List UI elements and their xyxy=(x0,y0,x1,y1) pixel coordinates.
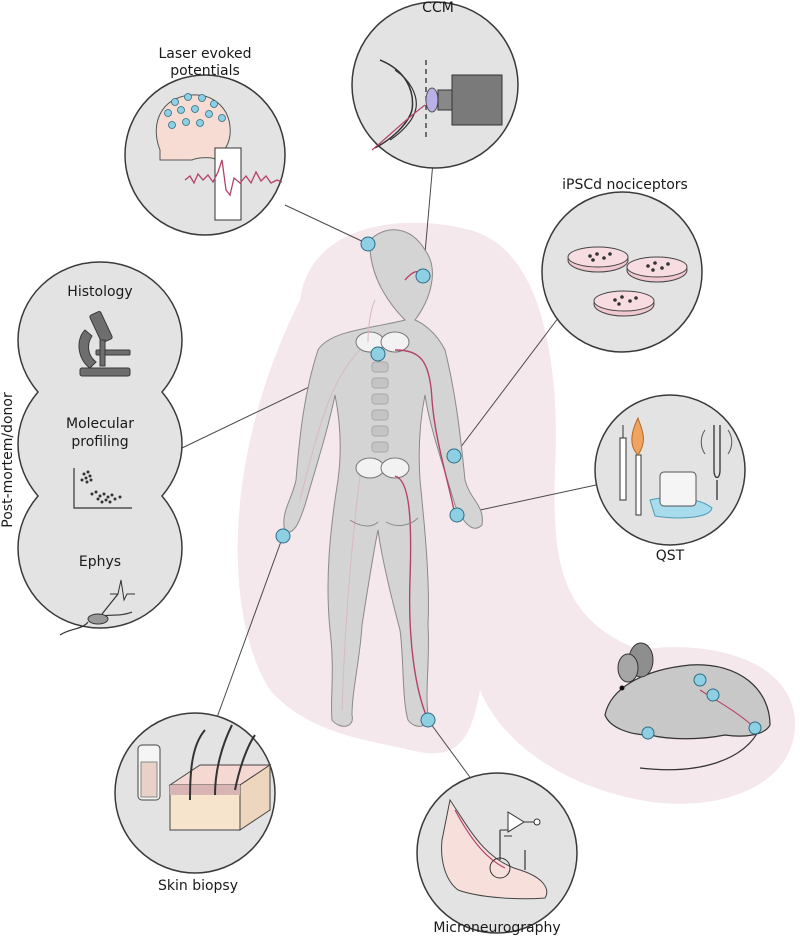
mouse-icon xyxy=(604,642,771,771)
lep-panel xyxy=(124,74,286,236)
human-body xyxy=(283,229,483,727)
skin-biopsy-panel xyxy=(114,712,276,874)
marker-eye xyxy=(415,268,431,284)
label-lep-line1: Laser evoked xyxy=(158,46,251,62)
marker-hand-right xyxy=(449,507,465,523)
faint-nerves xyxy=(299,299,376,711)
gluteal-lines xyxy=(349,517,419,527)
qst-panel xyxy=(594,394,746,546)
label-ipsc: iPSCd nociceptors xyxy=(562,177,688,193)
label-lep-line2: potentials xyxy=(170,63,240,79)
label-ephys: Ephys xyxy=(79,554,121,570)
marker-spine xyxy=(370,346,386,362)
marker-arm xyxy=(446,448,462,464)
waveform xyxy=(184,147,283,221)
marker-hand-left xyxy=(275,528,291,544)
postmortem-panels xyxy=(17,261,183,636)
ipsc-panel xyxy=(541,191,703,353)
eeg-head-icon xyxy=(155,93,231,161)
body-markers xyxy=(275,236,465,728)
label-ccm: CCM xyxy=(422,0,454,16)
marker-head xyxy=(360,236,376,252)
microneurography-panel xyxy=(416,772,578,934)
label-histology: Histology xyxy=(67,284,132,300)
skin-section-icon xyxy=(137,724,272,831)
label-molecular-line2: profiling xyxy=(71,434,128,450)
scatter-plot-icon xyxy=(73,468,132,509)
label-qst: QST xyxy=(656,548,685,564)
foot-electrode-icon xyxy=(441,798,548,900)
ccm-panel xyxy=(351,1,519,169)
microscope-icon xyxy=(78,311,131,377)
spine xyxy=(371,361,389,453)
corneal-microscope-icon xyxy=(371,59,503,151)
petri-dish-icon xyxy=(567,246,688,317)
marker-ankle xyxy=(420,712,436,728)
neuron-electrode-icon xyxy=(59,579,135,636)
label-microneurography: Microneurography xyxy=(433,920,560,936)
temperature-vibration-icon xyxy=(619,416,733,519)
label-molecular-line1: Molecular xyxy=(66,416,134,432)
label-skin-biopsy: Skin biopsy xyxy=(158,878,238,894)
label-postmortem: Post-mortem/donor xyxy=(0,392,16,528)
